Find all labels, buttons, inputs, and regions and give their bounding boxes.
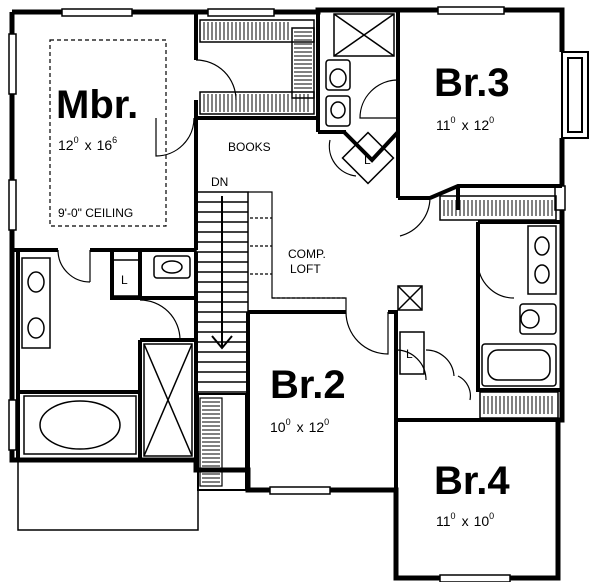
linen-label-br3: L [364, 153, 371, 167]
closet-hanging-rods [202, 22, 553, 483]
stairs [195, 191, 249, 393]
front-porch [17, 462, 199, 531]
br2-name: Br.2 [270, 363, 346, 407]
comp-loft-label-line2: LOFT [290, 262, 321, 276]
door-swings [57, 59, 515, 401]
linen-hall [397, 285, 425, 375]
hall-bathroom [481, 225, 557, 387]
loft-railing [248, 191, 347, 312]
br3-closet [439, 195, 557, 221]
linen-label-hall: L [406, 347, 413, 361]
br2-closet [197, 393, 247, 491]
br3-name: Br.3 [434, 61, 510, 105]
tray-ceiling-outline [49, 39, 167, 227]
stair-down-arrow [211, 196, 233, 350]
stair-dn-label: DN [211, 175, 228, 189]
master-closet [199, 19, 315, 115]
linen-closet-master [111, 259, 141, 297]
comp-loft-label-line1: COMP. [288, 247, 326, 261]
books-label: BOOKS [228, 140, 271, 154]
master-bathroom [21, 255, 193, 457]
br4-name: Br.4 [434, 459, 510, 503]
br3-bathroom [325, 13, 395, 127]
mbr-name: Mbr. [56, 83, 138, 127]
mbr-ceiling-note: 9'-0" CEILING [58, 206, 133, 220]
bay-window [561, 51, 589, 139]
br4-closet [479, 391, 559, 419]
linen-closet-br3 [341, 131, 395, 185]
linen-label-master: L [121, 273, 128, 287]
